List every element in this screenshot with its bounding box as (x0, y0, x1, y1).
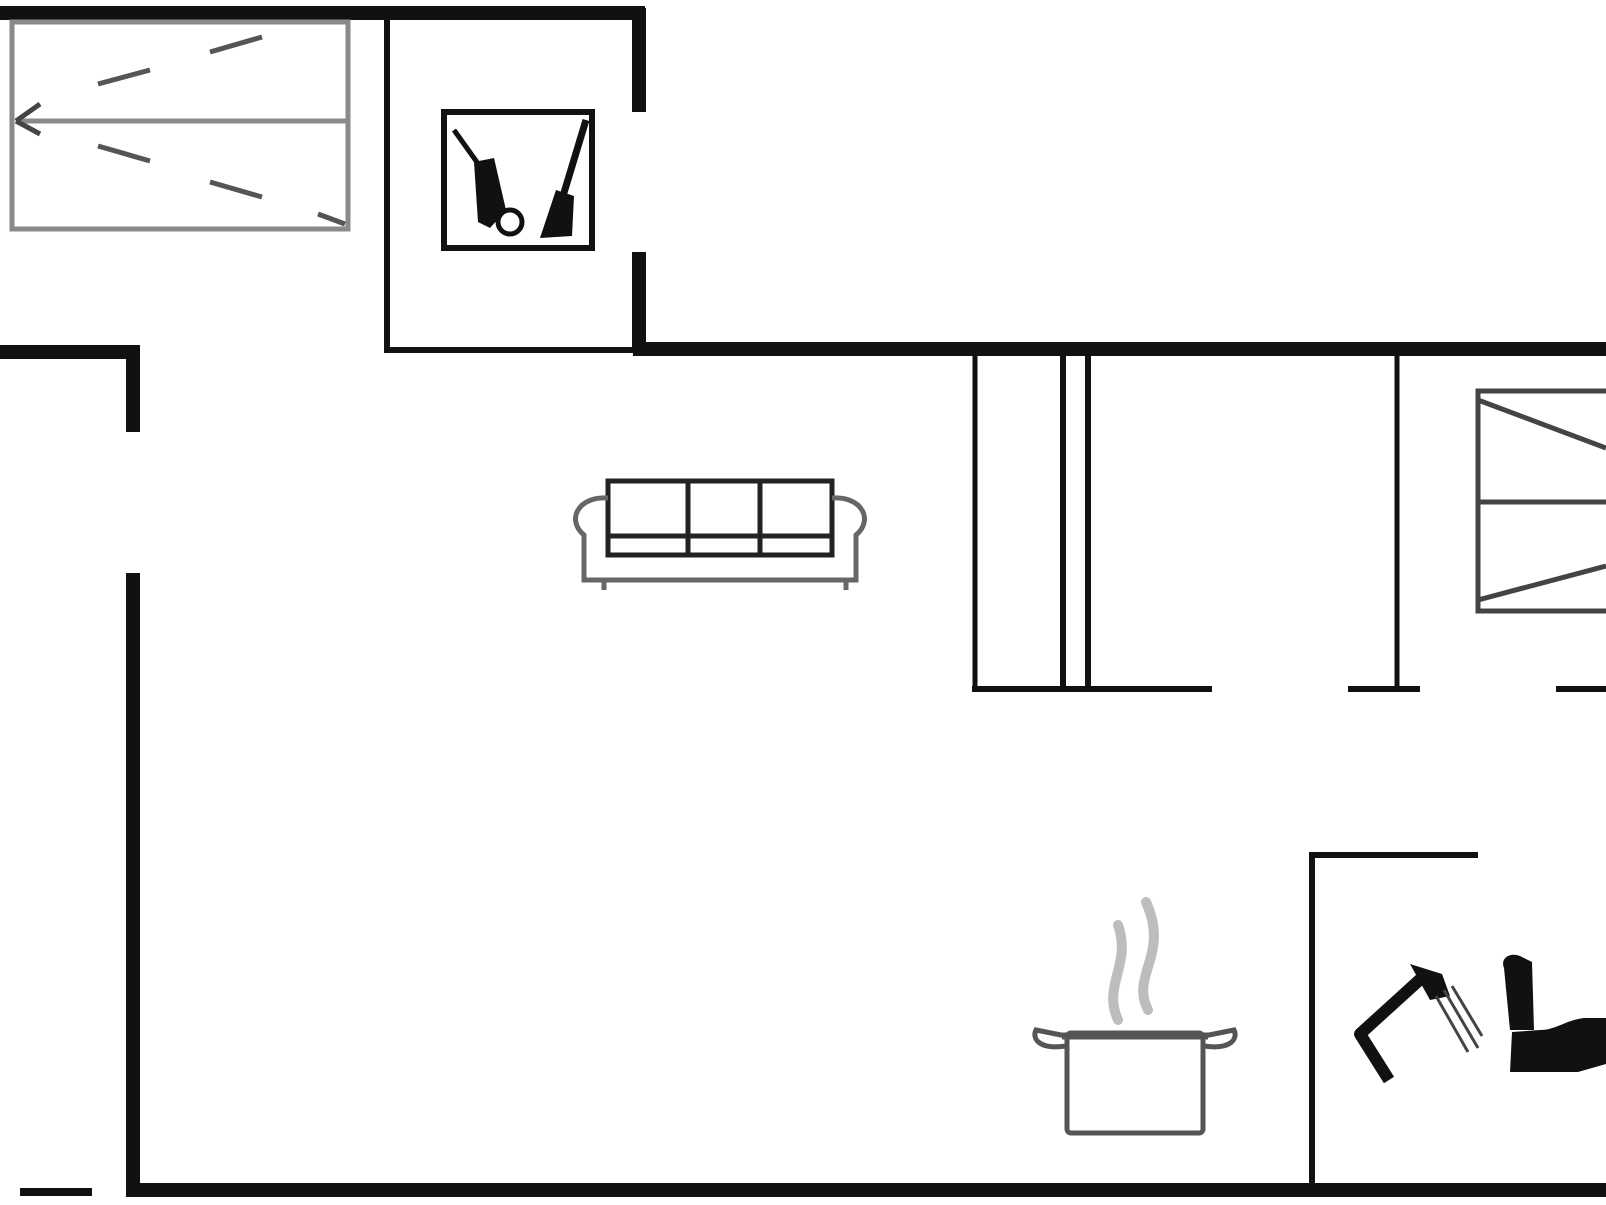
toilet-icon (1503, 954, 1606, 1072)
sofa-icon (573, 478, 867, 590)
bed-arrow-upper (14, 101, 42, 124)
partitions (384, 20, 1606, 1190)
cooking-pot-icon (1032, 897, 1238, 1136)
walls (0, 6, 1606, 1197)
steam (1108, 897, 1159, 1025)
bed-icon (9, 19, 351, 232)
bed-frame (9, 19, 351, 232)
shower-icon (1354, 964, 1484, 1084)
cleaning-tools-icon (441, 109, 595, 251)
wardrobe-icon (1475, 388, 1606, 614)
bed-cover-dashes (97, 34, 346, 227)
bed-arrow-lower (14, 118, 42, 137)
